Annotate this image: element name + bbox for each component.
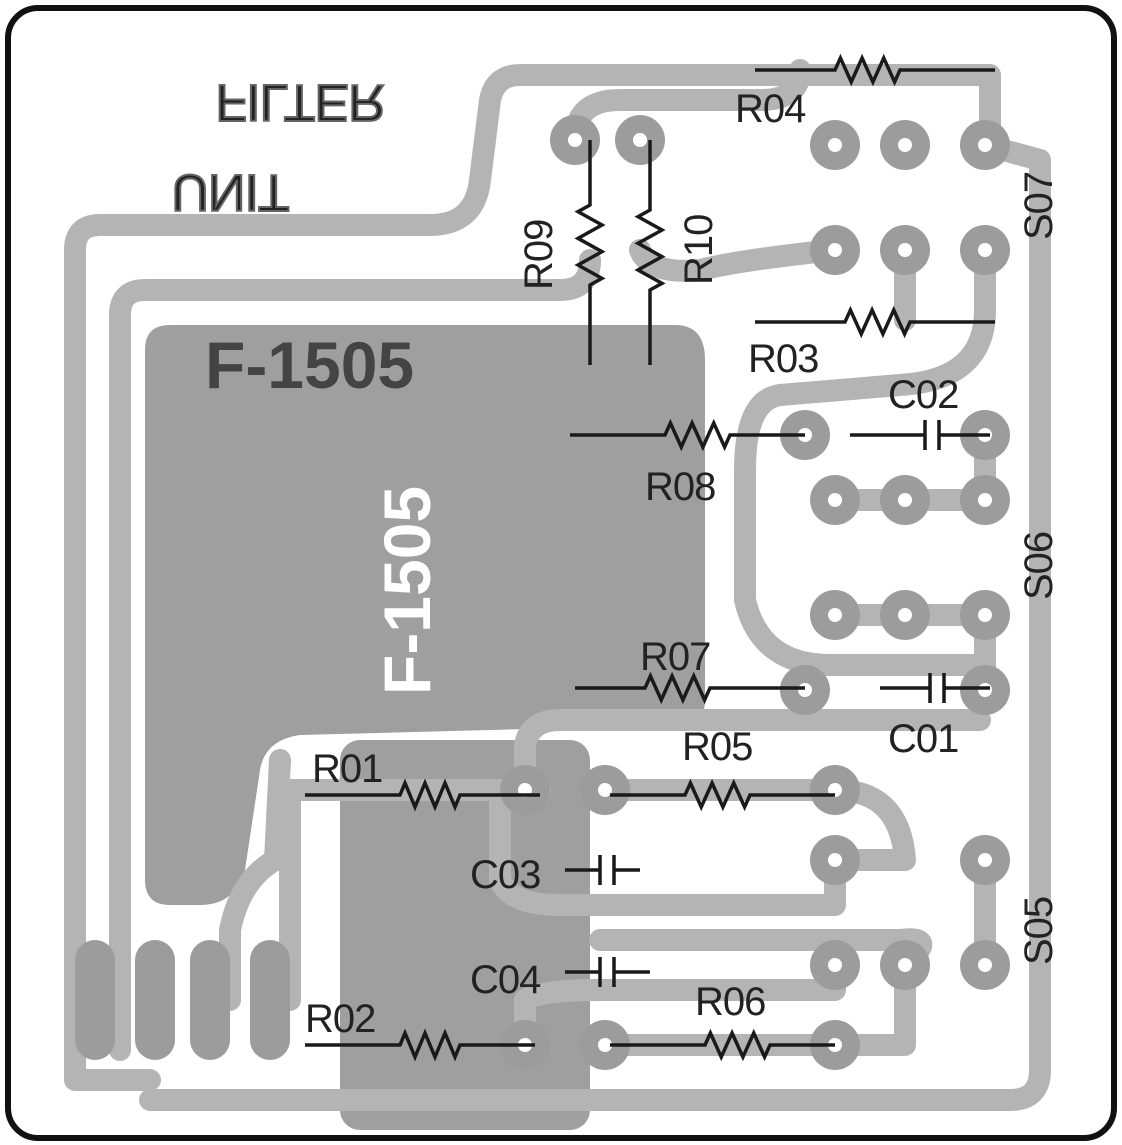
- resistor-r10: [634, 140, 666, 365]
- label-r01: R01: [312, 747, 382, 791]
- board-title: FILTER UNIT: [170, 72, 386, 222]
- pad-hole: [898, 958, 912, 972]
- pad-hole: [898, 493, 912, 507]
- label-c01: C01: [888, 717, 958, 761]
- resistor-r06: [610, 1028, 835, 1062]
- trace: [824, 424, 996, 511]
- resistor-r05: [610, 778, 835, 812]
- pad-hole: [828, 493, 842, 507]
- label-r03: R03: [748, 337, 818, 381]
- resistor-r03: [755, 305, 995, 339]
- trace: [64, 64, 1001, 1091]
- pad-hole: [828, 958, 842, 972]
- label-r06: R06: [695, 980, 765, 1024]
- label-r04: R04: [735, 87, 806, 131]
- pad-hole: [978, 853, 992, 867]
- trace: [824, 604, 996, 701]
- trace: [489, 789, 846, 916]
- pads: [500, 115, 1010, 1070]
- label-r05: R05: [682, 725, 752, 769]
- pad-hole: [828, 138, 842, 152]
- pad-hole: [978, 138, 992, 152]
- pad-hole: [598, 1038, 612, 1052]
- trace: [594, 954, 916, 1056]
- trace: [514, 954, 846, 1056]
- label-s06: S06: [1017, 532, 1061, 600]
- pad-hole: [898, 138, 912, 152]
- trace: [514, 709, 991, 801]
- pad-hole: [978, 683, 992, 697]
- label-r10: R10: [677, 215, 721, 285]
- capacitor-c01: [880, 673, 990, 703]
- trace: [734, 239, 996, 676]
- label-s05: S05: [1017, 897, 1061, 965]
- edge-connector-finger: [250, 940, 290, 1060]
- resistor-r01: [305, 778, 540, 812]
- pad-hole: [978, 958, 992, 972]
- label-c03: C03: [470, 853, 540, 897]
- trace: [139, 134, 1051, 1111]
- capacitor-c03: [565, 855, 640, 885]
- pad-hole: [898, 243, 912, 257]
- pad-hole: [633, 133, 647, 147]
- label-c02: C02: [888, 373, 958, 417]
- part-number-vertical: F-1505: [370, 486, 444, 695]
- title-line-2: UNIT: [171, 163, 289, 221]
- pad-hole: [828, 608, 842, 622]
- pad-hole: [978, 493, 992, 507]
- resistor-r04: [755, 53, 995, 87]
- ground-area-main: [145, 325, 705, 905]
- edge-connector-finger: [135, 940, 175, 1060]
- label-s07: S07: [1017, 172, 1061, 240]
- label-r09: R09: [517, 220, 561, 290]
- resistor-r07: [575, 671, 805, 705]
- trace: [279, 779, 551, 1011]
- edge-connector-finger: [190, 940, 230, 1060]
- components: [305, 53, 995, 1062]
- edge-connector-finger: [75, 940, 115, 1060]
- label-c04: C04: [470, 958, 541, 1002]
- trace: [219, 749, 291, 1011]
- part-number: F-1505: [205, 328, 414, 402]
- pad-hole: [828, 243, 842, 257]
- pad-hole: [828, 853, 842, 867]
- label-r02: R02: [305, 997, 375, 1041]
- title-line-1: FILTER: [215, 73, 384, 131]
- pad-hole: [598, 783, 612, 797]
- pad-hole: [568, 133, 582, 147]
- pad-hole: [798, 683, 812, 697]
- resistor-r09: [574, 140, 606, 365]
- label-r07: R07: [640, 635, 710, 679]
- capacitor-c04: [565, 957, 650, 987]
- resistor-r08: [570, 418, 805, 452]
- capacitor-c02: [850, 420, 990, 450]
- trace: [109, 249, 601, 1061]
- resistor-r02: [305, 1028, 535, 1062]
- pad-hole: [898, 608, 912, 622]
- label-r08: R08: [645, 465, 715, 509]
- pad-hole: [978, 608, 992, 622]
- pad-hole: [978, 243, 992, 257]
